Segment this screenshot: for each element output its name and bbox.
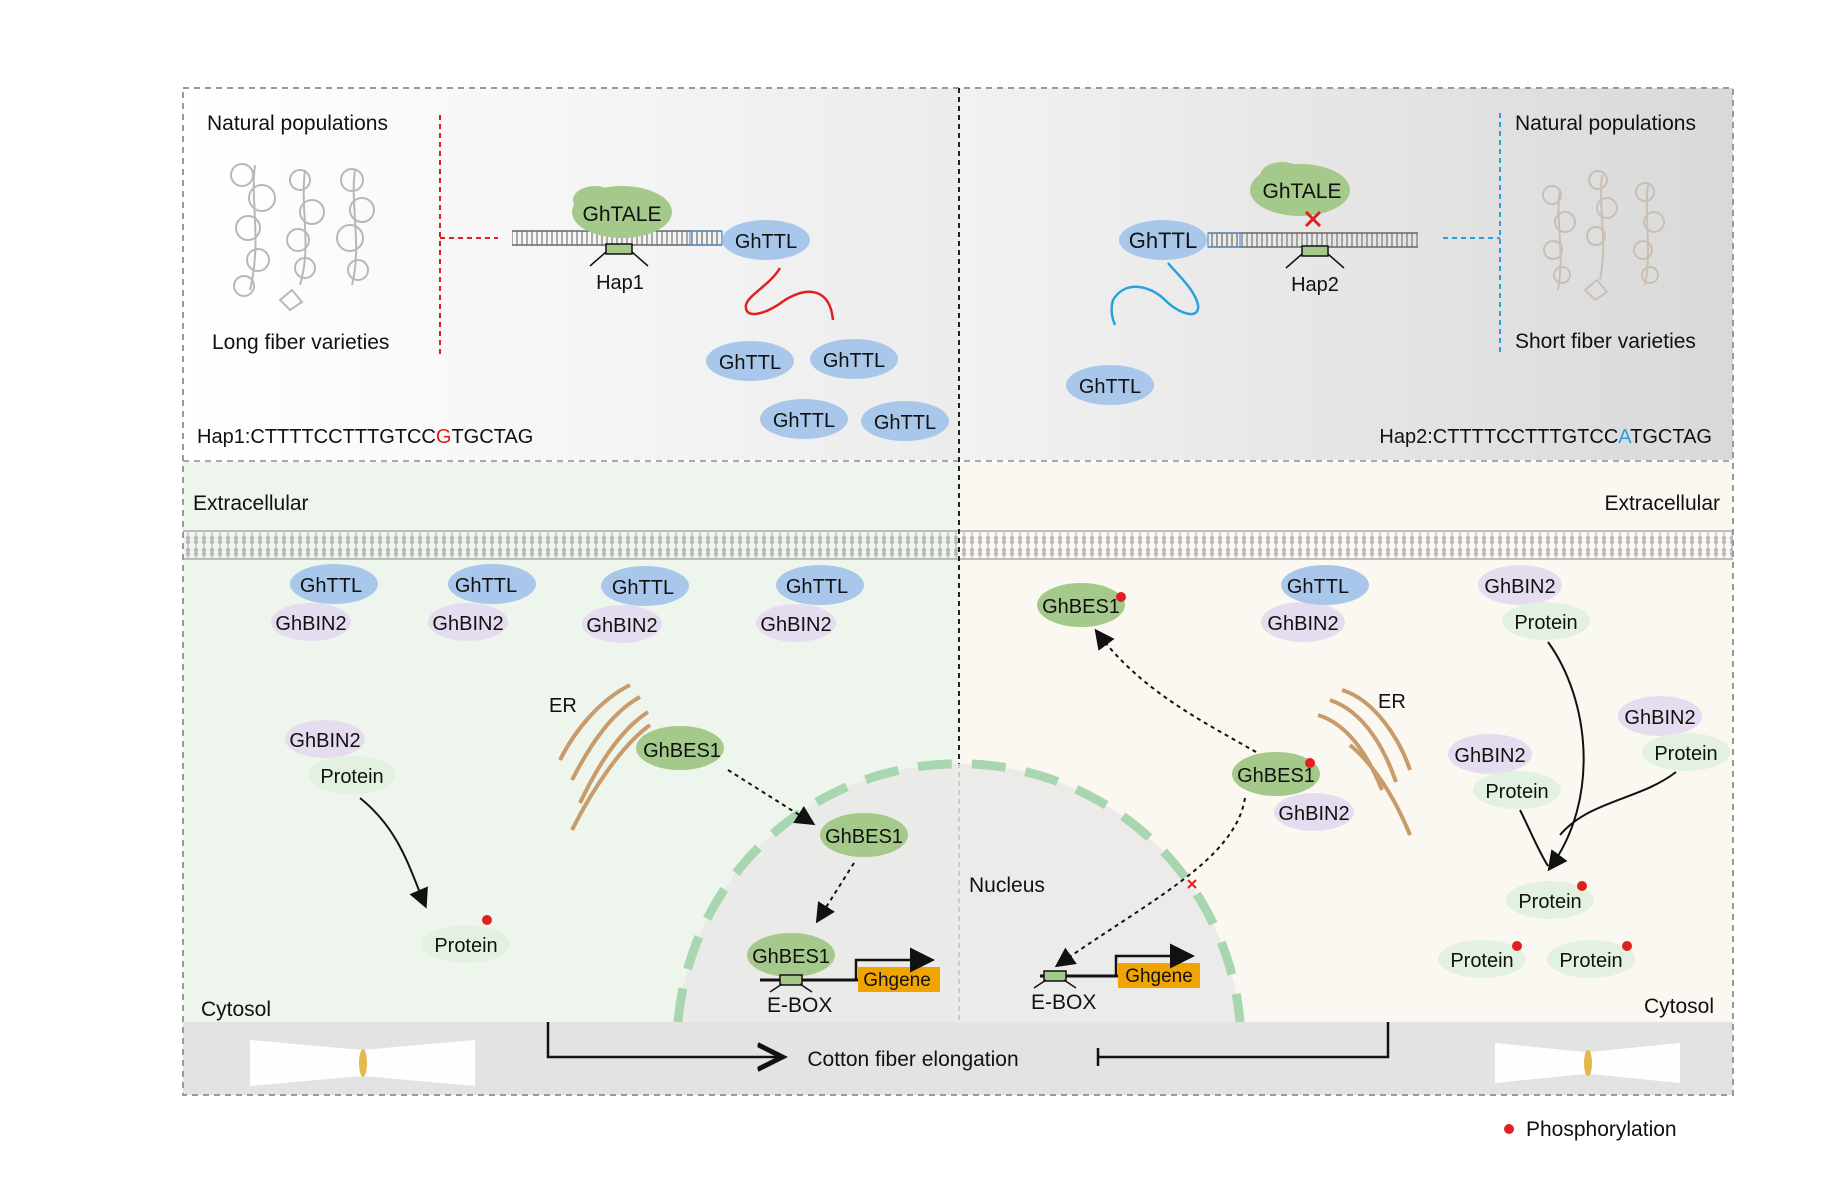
ghttl-free-right — [1066, 365, 1154, 405]
long-fiber-label: Long fiber varieties — [212, 331, 389, 354]
protein-left — [308, 756, 396, 794]
dna-strand-left — [512, 231, 722, 245]
inhibit-line — [1096, 1022, 1390, 1066]
svg-text:Protein: Protein — [434, 935, 497, 957]
ghttl-free-group-left: GhTTL GhTTL GhTTL GhTTL — [706, 339, 949, 441]
ghbes1-p-top — [1037, 583, 1125, 627]
binding-blocked-x — [1304, 210, 1322, 228]
svg-text:GhBIN2: GhBIN2 — [432, 613, 503, 635]
svg-text:GhTTL: GhTTL — [773, 410, 835, 432]
promote-arrow — [546, 1022, 780, 1057]
protein-right-c: Protein — [1654, 743, 1717, 765]
protein-p-right-1 — [1506, 881, 1594, 919]
ghtale-label-right: GhTALE — [1263, 180, 1342, 203]
svg-text:GhBIN2: GhBIN2 — [289, 730, 360, 752]
protein-right-b: Protein — [1485, 781, 1548, 803]
svg-text:Protein: Protein — [320, 766, 383, 788]
svg-text:GhBES1: GhBES1 — [1237, 765, 1315, 787]
svg-text:GhBIN2: GhBIN2 — [760, 614, 831, 636]
ghbin2-left — [285, 720, 365, 758]
gene-construct-right — [1033, 943, 1200, 989]
natural-populations-label-left: Natural populations — [207, 112, 388, 135]
ghttl-bound-right — [1119, 220, 1207, 260]
svg-text:GhTTL: GhTTL — [786, 576, 848, 598]
cotton-fiber-elongation-label: Cotton fiber elongation — [807, 1048, 1018, 1071]
protein-right-a: Protein — [1514, 612, 1577, 634]
extracellular-label-right: Extracellular — [1604, 492, 1720, 515]
svg-text:GhBES1: GhBES1 — [643, 740, 721, 762]
ghbin2-right-cytosol: GhBIN2 — [1267, 613, 1338, 635]
ghgene-label-right: Ghgene — [1125, 966, 1193, 987]
cell-membrane — [183, 530, 1733, 560]
svg-text:Protein: Protein — [1559, 950, 1622, 972]
protein-p-right-3 — [1547, 940, 1635, 978]
svg-text:Protein: Protein — [1518, 891, 1581, 913]
ghbin2-bes1-right: GhBIN2 — [1278, 803, 1349, 825]
cotton-fiber-short-icon — [1495, 1043, 1680, 1083]
svg-text:GhBES1: GhBES1 — [752, 946, 830, 968]
phosphorylation-legend-label: Phosphorylation — [1526, 1118, 1677, 1141]
svg-text:GhTTL: GhTTL — [874, 412, 936, 434]
svg-text:GhTTL: GhTTL — [719, 352, 781, 374]
phosphorylation-arrow-left — [359, 797, 428, 909]
ghbin2-right-b: GhBIN2 — [1454, 745, 1525, 767]
svg-text:GhBES1: GhBES1 — [1042, 596, 1120, 618]
natural-populations-label-right: Natural populations — [1515, 112, 1696, 135]
ghbin2-right-a: GhBIN2 — [1484, 576, 1555, 598]
svg-text:GhBES1: GhBES1 — [825, 826, 903, 848]
cytosol-label-left: Cytosol — [201, 998, 271, 1021]
mrna-red — [744, 267, 835, 321]
ghgene-label-left: Ghgene — [863, 970, 931, 991]
nucleus-label: Nucleus — [969, 874, 1045, 897]
svg-text:GhTTL: GhTTL — [455, 575, 517, 597]
cotton-fiber-long-icon — [250, 1040, 475, 1086]
ebox-label-right: E-BOX — [1031, 991, 1096, 1014]
ghttl-bound-left-label: GhTTL — [735, 231, 797, 253]
hap2-label: Hap2 — [1291, 274, 1339, 296]
hap1-sequence: Hap1:CTTTTCCTTTGTCCGTGCTAG — [197, 426, 533, 448]
svg-text:GhTTL: GhTTL — [300, 575, 362, 597]
ghbes1-dna-left — [747, 933, 835, 977]
svg-text:GhBIN2: GhBIN2 — [586, 615, 657, 637]
cytosol-label-right: Cytosol — [1644, 995, 1714, 1018]
ghbes1-cytosol-left — [636, 726, 724, 770]
phosphorylation-legend-dot — [1504, 1124, 1514, 1134]
svg-text:GhTTL: GhTTL — [612, 577, 674, 599]
ghtale-label-left: GhTALE — [583, 203, 662, 226]
ghttl-bound-right-label: GhTTL — [1129, 228, 1197, 253]
er-icon-left — [558, 683, 652, 831]
cotton-plants-icon-left — [230, 163, 375, 312]
mrna-blue — [1110, 262, 1200, 326]
ghbin2-right-c: GhBIN2 — [1624, 707, 1695, 729]
ghbes1-nucleus-left — [820, 813, 908, 857]
svg-text:GhBIN2: GhBIN2 — [275, 613, 346, 635]
top-left-panel — [183, 88, 959, 460]
dna-strand-right — [1208, 233, 1418, 247]
er-label-right: ER — [1378, 691, 1406, 713]
extracellular-label-left: Extracellular — [193, 492, 309, 515]
protein-p-right-2 — [1438, 940, 1526, 978]
top-right-panel — [959, 88, 1733, 460]
cotton-plants-icon-right — [1542, 170, 1665, 302]
ebox-label-left: E-BOX — [767, 994, 832, 1017]
svg-text:Protein: Protein — [1450, 950, 1513, 972]
hap1-label: Hap1 — [596, 272, 644, 294]
svg-text:GhTTL: GhTTL — [1079, 376, 1141, 398]
ghttl-bound-left — [722, 220, 810, 260]
ghbes1-p-right — [1232, 752, 1320, 796]
short-fiber-label: Short fiber varieties — [1515, 330, 1696, 353]
hap2-sequence: Hap2:CTTTTCCTTTGTCCATGCTAG — [1379, 426, 1712, 448]
er-label-left: ER — [549, 695, 577, 717]
svg-text:GhTTL: GhTTL — [823, 350, 885, 372]
ttl-bin2-complexes: GhTTL GhBIN2 GhTTL GhBIN2 GhTTL GhBIN2 G… — [271, 564, 864, 643]
protein-p-left — [422, 925, 510, 963]
ghttl-right-cytosol: GhTTL — [1287, 576, 1349, 598]
gene-construct-left — [760, 947, 940, 993]
er-icon-right — [1317, 688, 1412, 836]
